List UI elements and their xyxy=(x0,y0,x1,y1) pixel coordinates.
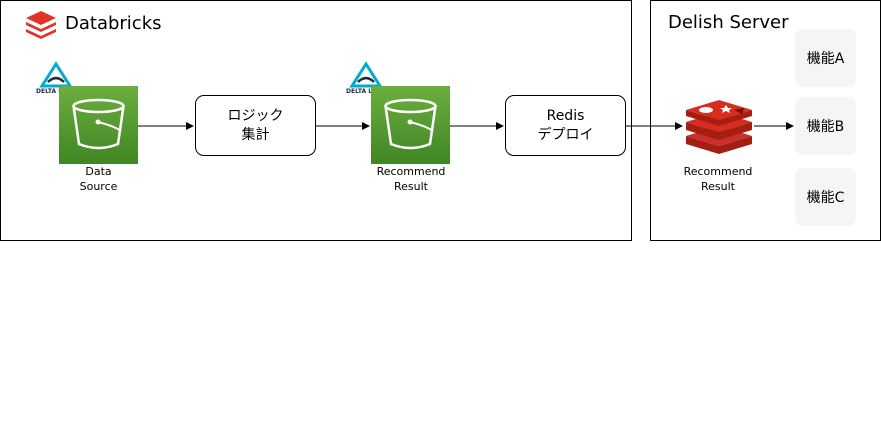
redis-icon xyxy=(686,100,752,154)
delta-lake-icon: DELTA LAKE xyxy=(346,61,386,98)
data-source-label: Data Source xyxy=(79,165,118,193)
redis-recommend-result-label: Recommend Result xyxy=(683,165,753,193)
delish-server-title: Delish Server xyxy=(668,12,789,33)
databricks-logo-icon xyxy=(26,11,56,39)
redis-deploy-box: Redis デプロイ xyxy=(505,95,626,156)
feature-a-box: 機能A xyxy=(795,29,856,87)
feature-b-box: 機能B xyxy=(795,97,856,155)
delta-lake-logo-text: DELTA LAKE xyxy=(346,88,386,95)
feature-c-box: 機能C xyxy=(795,168,856,226)
logic-aggregation-box: ロジック 集計 xyxy=(195,95,316,156)
recommend-result-label: Recommend Result xyxy=(376,165,446,193)
delta-lake-logo-text: DELTA LAKE xyxy=(36,88,76,95)
s3-bucket-icon xyxy=(371,86,450,164)
delta-lake-icon: DELTA LAKE xyxy=(36,61,76,98)
s3-bucket-icon xyxy=(59,86,138,164)
databricks-title: Databricks xyxy=(65,13,162,34)
